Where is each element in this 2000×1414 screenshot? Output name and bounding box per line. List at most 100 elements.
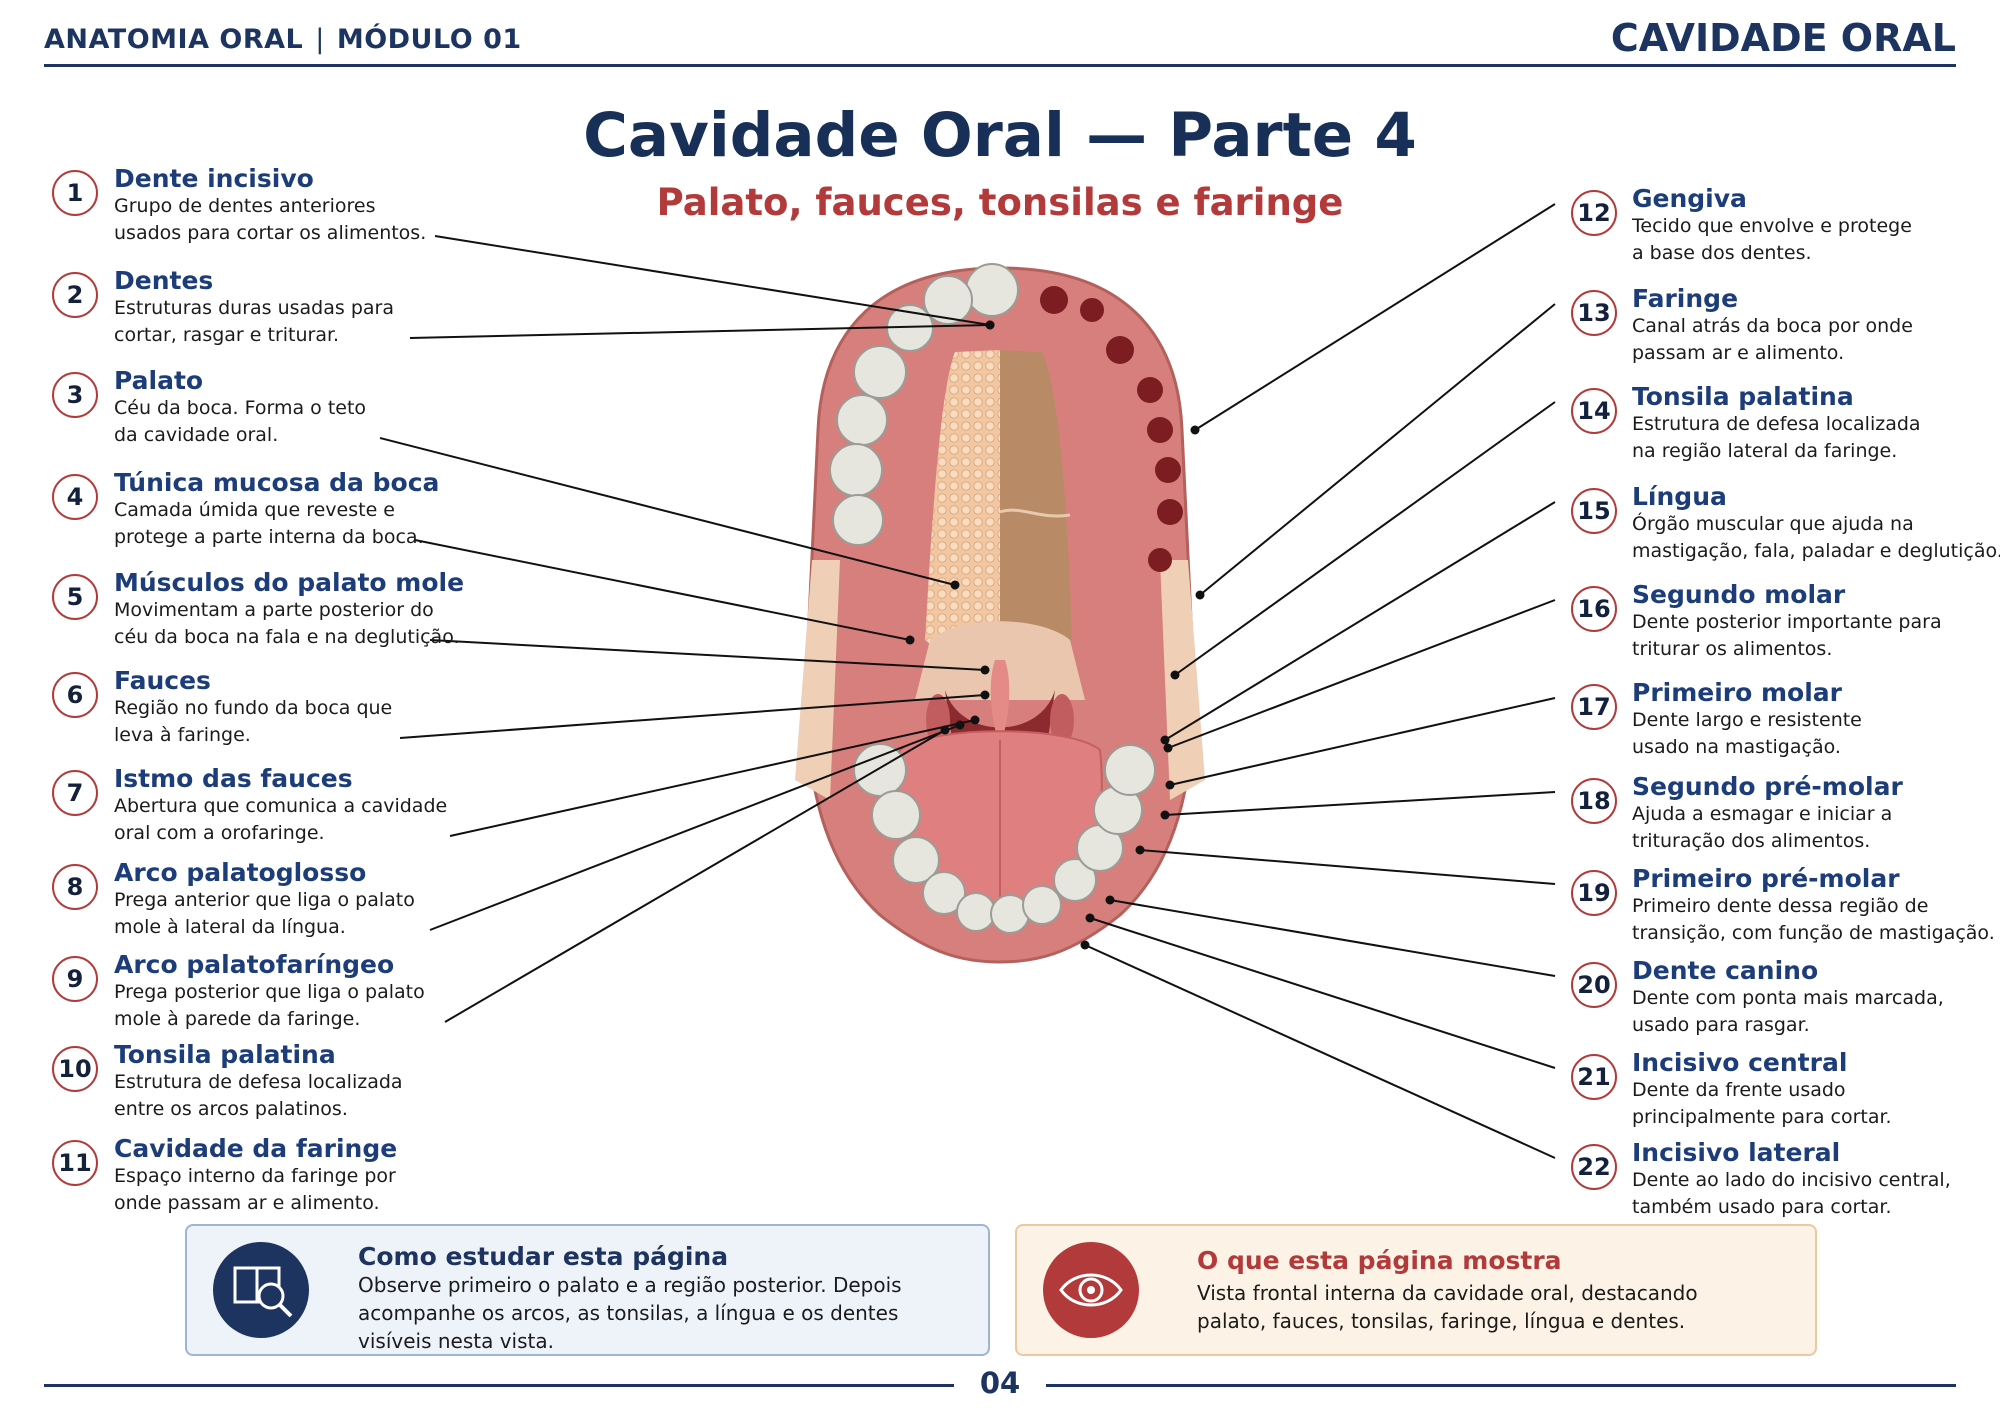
eye-icon [1043, 1242, 1139, 1338]
label-description-line: Abertura que comunica a cavidade [114, 795, 448, 817]
label-description-line: principalmente para cortar. [1632, 1106, 1892, 1128]
label-name: Tonsila palatina [1632, 382, 1854, 411]
label-description-line: Grupo de dentes anteriores [114, 195, 376, 217]
label-name: Cavidade da faringe [114, 1134, 398, 1163]
palate-left-half [925, 350, 1000, 665]
label-description-line: usados para cortar os alimentos. [114, 222, 427, 244]
label-number: 13 [1571, 290, 1617, 336]
leader-line-18 [1164, 791, 1556, 816]
leader-line-13 [1199, 303, 1556, 596]
shows-box-title: O que esta página mostra [1197, 1246, 1562, 1275]
label-number: 1 [52, 170, 98, 216]
label-description-line: da cavidade oral. [114, 424, 279, 446]
study-box-text: Observe primeiro o palato e a região pos… [358, 1273, 902, 1353]
label-description-line: Espaço interno da faringe por [114, 1165, 396, 1187]
leader-line-4-dot [905, 635, 915, 645]
label-name: Arco palatofaríngeo [114, 950, 395, 979]
leader-line-9 [444, 729, 946, 1023]
label-name: Faringe [1632, 284, 1739, 313]
leader-line-5 [429, 639, 986, 671]
label-name: Dente incisivo [114, 164, 314, 193]
label-number: 10 [52, 1046, 98, 1092]
leader-line-6-dot [980, 690, 990, 700]
label-number: 8 [52, 864, 98, 910]
leader-line-20 [1109, 899, 1556, 977]
leader-line-17-dot [1165, 780, 1175, 790]
leader-line-15-dot [1160, 735, 1170, 745]
label-description-line: Região no fundo da boca que [114, 697, 393, 719]
label-description-line: a base dos dentes. [1632, 242, 1812, 264]
label-description: Tecido que envolve e protege a base dos d… [1632, 213, 1912, 267]
label-description-line: leva à faringe. [114, 724, 251, 746]
leader-line-16 [1167, 599, 1556, 749]
study-box: Como estudar esta página Observe primeir… [185, 1224, 990, 1356]
label-name: Incisivo central [1632, 1048, 1848, 1077]
leader-line-7-dot [970, 715, 980, 725]
leader-line-14-dot [1170, 670, 1180, 680]
label-description-line: mole à lateral da língua. [114, 916, 346, 938]
label-description-line: triturar os alimentos. [1632, 638, 1833, 660]
label-name: Músculos do palato mole [114, 568, 465, 597]
label-description-line: entre os arcos palatinos. [114, 1098, 348, 1120]
header-section-title: CAVIDADE ORAL [1610, 16, 1956, 60]
label-number: 18 [1571, 778, 1617, 824]
label-number: 17 [1571, 684, 1617, 730]
label-name: Tonsila palatina [114, 1040, 336, 1069]
label-name: Túnica mucosa da boca [114, 468, 440, 497]
label-name: Segundo molar [1632, 580, 1846, 609]
footer-rule-left [44, 1384, 954, 1387]
label-description-line: cortar, rasgar e triturar. [114, 324, 340, 346]
label-number: 9 [52, 956, 98, 1002]
label-name: Palato [114, 366, 204, 395]
label-name: Dente canino [1632, 956, 1819, 985]
leader-line-17 [1169, 697, 1556, 786]
label-description-line: oral com a orofaringe. [114, 822, 325, 844]
leader-line-7 [449, 719, 976, 837]
leader-line-3-dot [950, 580, 960, 590]
leader-line-12-dot [1190, 425, 1200, 435]
leader-line-4 [414, 539, 911, 641]
leader-line-21 [1089, 917, 1556, 1069]
header-module: ANATOMIA ORAL|MÓDULO 01 [44, 24, 522, 55]
label-description-line: protege a parte interna da boca. [114, 526, 424, 548]
label-number: 16 [1571, 586, 1617, 632]
label-description-line: Prega anterior que liga o palato [114, 889, 415, 911]
label-description-line: usado na mastigação. [1632, 736, 1841, 758]
leader-line-14 [1174, 401, 1556, 676]
label-number: 5 [52, 574, 98, 620]
label-name: Istmo das fauces [114, 764, 353, 793]
leader-line-8 [429, 724, 961, 931]
label-description-line: mole à parede da faringe. [114, 1008, 361, 1030]
shows-box: O que esta página mostra Vista frontal i… [1015, 1224, 1817, 1356]
label-description: Prega anterior que liga o palato mole à l… [114, 887, 415, 941]
leader-line-9-dot [940, 725, 950, 735]
label-number: 15 [1571, 488, 1617, 534]
shows-box-text: Vista frontal interna da cavidade oral, … [1197, 1281, 1698, 1333]
label-description: Espaço interno da faringe por onde passam… [114, 1163, 396, 1217]
label-description-line: Primeiro dente dessa região de [1632, 895, 1929, 917]
leader-line-19-dot [1135, 845, 1145, 855]
uvula [990, 660, 1010, 745]
label-description-line: também usado para cortar. [1632, 1196, 1892, 1218]
label-description-line: Ajuda a esmagar e iniciar a [1632, 803, 1893, 825]
label-name: Língua [1632, 482, 1727, 511]
leader-line-1 [434, 235, 991, 326]
leader-line-2 [409, 324, 991, 339]
label-number: 12 [1571, 190, 1617, 236]
label-description-line: onde passam ar e alimento. [114, 1192, 380, 1214]
leader-line-3 [379, 437, 956, 586]
leader-line-18-dot [1160, 810, 1170, 820]
label-description-line: Canal atrás da boca por onde [1632, 315, 1913, 337]
label-description-line: Tecido que envolve e protege [1632, 215, 1912, 237]
study-box-title: Como estudar esta página [358, 1242, 729, 1271]
